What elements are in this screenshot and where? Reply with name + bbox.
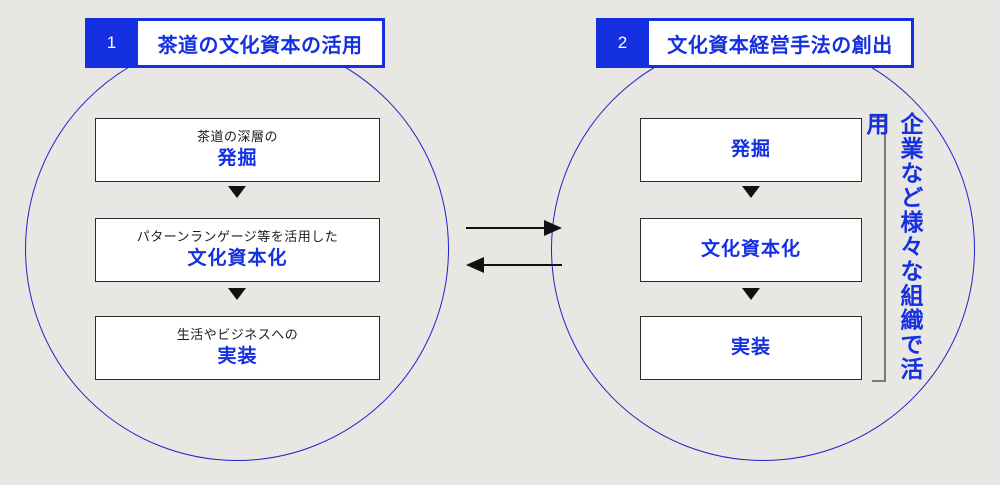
arrow-head xyxy=(466,257,484,273)
grouping-bracket xyxy=(872,116,886,382)
step-subtitle: パターンランゲージ等を活用した xyxy=(136,229,339,245)
step-title: 実装 xyxy=(217,345,258,367)
step-box-1-1: 茶道の深層の 発掘 xyxy=(95,118,380,182)
arrow-right-icon xyxy=(466,220,562,236)
arrow-head xyxy=(544,220,562,236)
header-number-badge-2: 2 xyxy=(596,18,649,68)
step-title: 発掘 xyxy=(730,138,771,160)
step-subtitle: 茶道の深層の xyxy=(196,129,278,145)
header-title-2: 文化資本経営手法の創出 xyxy=(649,18,914,68)
triangle-down-icon xyxy=(742,288,760,300)
step-box-1-2: パターンランゲージ等を活用した 文化資本化 xyxy=(95,218,380,282)
step-box-2-1: 発掘 xyxy=(640,118,862,182)
step-title: 発掘 xyxy=(217,147,258,169)
arrow-shaft xyxy=(466,227,546,229)
header-number-badge-1: 1 xyxy=(85,18,138,68)
header-column-1: 1 茶道の文化資本の活用 xyxy=(85,18,385,68)
triangle-down-icon xyxy=(228,288,246,300)
step-title: 実装 xyxy=(730,336,771,358)
side-label-vertical: 企業など様々な組織で活用 xyxy=(863,112,923,382)
step-subtitle: 生活やビジネスへの xyxy=(176,327,299,343)
triangle-down-icon xyxy=(228,186,246,198)
arrow-shaft xyxy=(484,264,562,266)
step-box-1-3: 生活やビジネスへの 実装 xyxy=(95,316,380,380)
step-title: 文化資本化 xyxy=(700,238,801,260)
arrow-left-icon xyxy=(466,257,562,273)
header-column-2: 2 文化資本経営手法の創出 xyxy=(596,18,914,68)
step-title: 文化資本化 xyxy=(187,247,288,269)
step-box-2-2: 文化資本化 xyxy=(640,218,862,282)
triangle-down-icon xyxy=(742,186,760,198)
step-box-2-3: 実装 xyxy=(640,316,862,380)
header-title-1: 茶道の文化資本の活用 xyxy=(138,18,385,68)
